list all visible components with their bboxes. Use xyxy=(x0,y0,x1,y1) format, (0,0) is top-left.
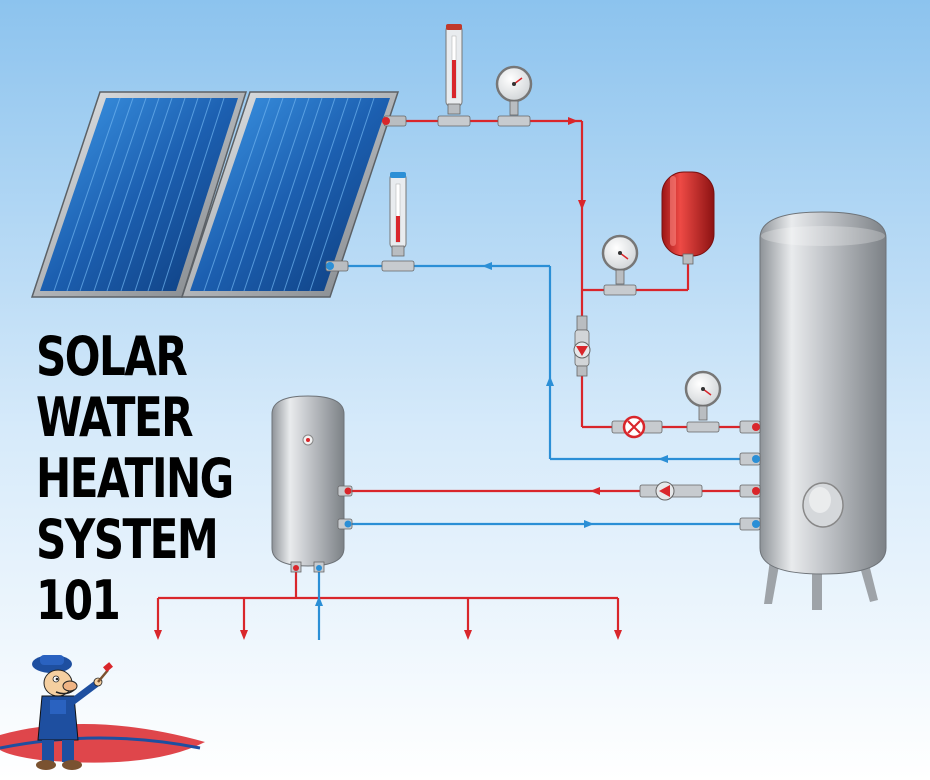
tank-port-fittings xyxy=(739,420,761,531)
solar-collector-right xyxy=(180,91,400,298)
pressure-gauge-top-icon xyxy=(495,65,533,127)
plumber-mascot-icon xyxy=(0,655,205,770)
thermometer-hot-line-icon xyxy=(437,24,471,127)
pressure-gauge-middle-icon xyxy=(601,234,639,296)
solar-collector-left xyxy=(30,91,248,298)
title-line-2: WATER xyxy=(36,386,194,449)
page-title: SOLAR WATER HEATING SYSTEM 101 xyxy=(36,326,276,631)
collector-fitting-cold xyxy=(325,260,349,272)
storage-tank-small xyxy=(271,395,353,573)
title-line-5: 101 xyxy=(36,569,121,632)
title-line-1: SOLAR xyxy=(36,325,188,388)
title-line-4: SYSTEM xyxy=(36,508,219,571)
cold-pipe-arrows xyxy=(315,262,668,606)
hot-pipes xyxy=(156,119,752,632)
pressure-gauge-lower-icon xyxy=(684,370,722,433)
thermometer-cold-line-icon xyxy=(381,172,415,272)
collector-fitting-hot xyxy=(382,115,407,127)
title-line-3: HEATING xyxy=(36,447,234,510)
storage-tank-large xyxy=(759,211,887,610)
circulation-pump-horizontal-icon xyxy=(639,481,703,501)
shutoff-valve-icon xyxy=(611,415,663,439)
expansion-vessel-icon xyxy=(661,171,715,265)
hot-pipe-arrows xyxy=(154,117,622,640)
circulation-pump-vertical-icon xyxy=(573,315,591,377)
